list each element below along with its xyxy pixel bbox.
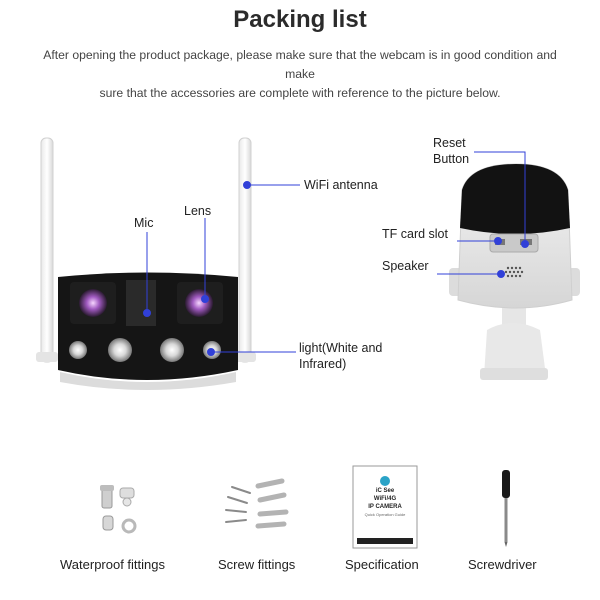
specification-manual-image	[352, 465, 418, 549]
accessory-label-specification: Specification	[345, 557, 419, 572]
tf-pointer-dot	[494, 237, 502, 245]
light-pointer-dot	[207, 348, 215, 356]
black-top-cover	[460, 164, 570, 234]
manual-line2: IP CAMERA	[368, 504, 402, 510]
accessory-label-screws: Screw fittings	[218, 557, 296, 572]
back-camera	[449, 163, 580, 380]
manual-line1: WiFi/4G	[373, 496, 397, 502]
speaker-grille	[504, 266, 524, 278]
speaker-pointer-dot	[497, 270, 505, 278]
front-pointers	[143, 181, 300, 356]
subtitle-line-1: After opening the product package, pleas…	[43, 48, 557, 81]
front-camera	[36, 137, 256, 390]
manual-line3: Quick Operation Guide	[364, 512, 406, 517]
reset-pointer-dot	[521, 240, 529, 248]
left-antenna	[40, 137, 54, 363]
page-title: Packing list	[233, 6, 367, 33]
screw-fittings-image	[225, 478, 289, 529]
right-lens	[185, 289, 213, 317]
lens-pointer-dot	[201, 295, 209, 303]
screwdriver-image	[502, 470, 510, 547]
reset-label-line2: Button	[433, 152, 470, 166]
manual-text: iC See WiFi/4G IP CAMERA Quick Operation…	[353, 487, 417, 519]
wifi-antenna-label: WiFi antenna	[304, 178, 378, 192]
accessory-label-screwdriver: Screwdriver	[468, 557, 537, 572]
light-label-line2: Infrared)	[299, 357, 347, 371]
subtitle-line-2: sure that the accessories are complete w…	[99, 86, 501, 100]
mic-label: Mic	[134, 216, 154, 230]
light-label-line1: light(White and	[299, 341, 383, 355]
back-pointers	[437, 151, 529, 278]
right-antenna	[238, 137, 252, 363]
speaker-label: Speaker	[382, 259, 429, 273]
tf-card-slot-label: TF card slot	[382, 227, 448, 241]
waterproof-fittings-image	[100, 485, 137, 534]
left-lens	[79, 289, 107, 317]
page-subtitle: After opening the product package, pleas…	[30, 46, 570, 103]
light-label: light(White and Infrared)	[299, 340, 382, 372]
reset-label-line1: Reset	[433, 136, 466, 150]
wifi-pointer-dot	[243, 181, 251, 189]
mic-pointer-dot	[143, 309, 151, 317]
lens-label: Lens	[184, 204, 212, 218]
manual-brand: iC See	[375, 488, 395, 494]
accessory-label-waterproof: Waterproof fittings	[60, 557, 166, 572]
reset-button-label: Reset Button	[433, 135, 469, 167]
